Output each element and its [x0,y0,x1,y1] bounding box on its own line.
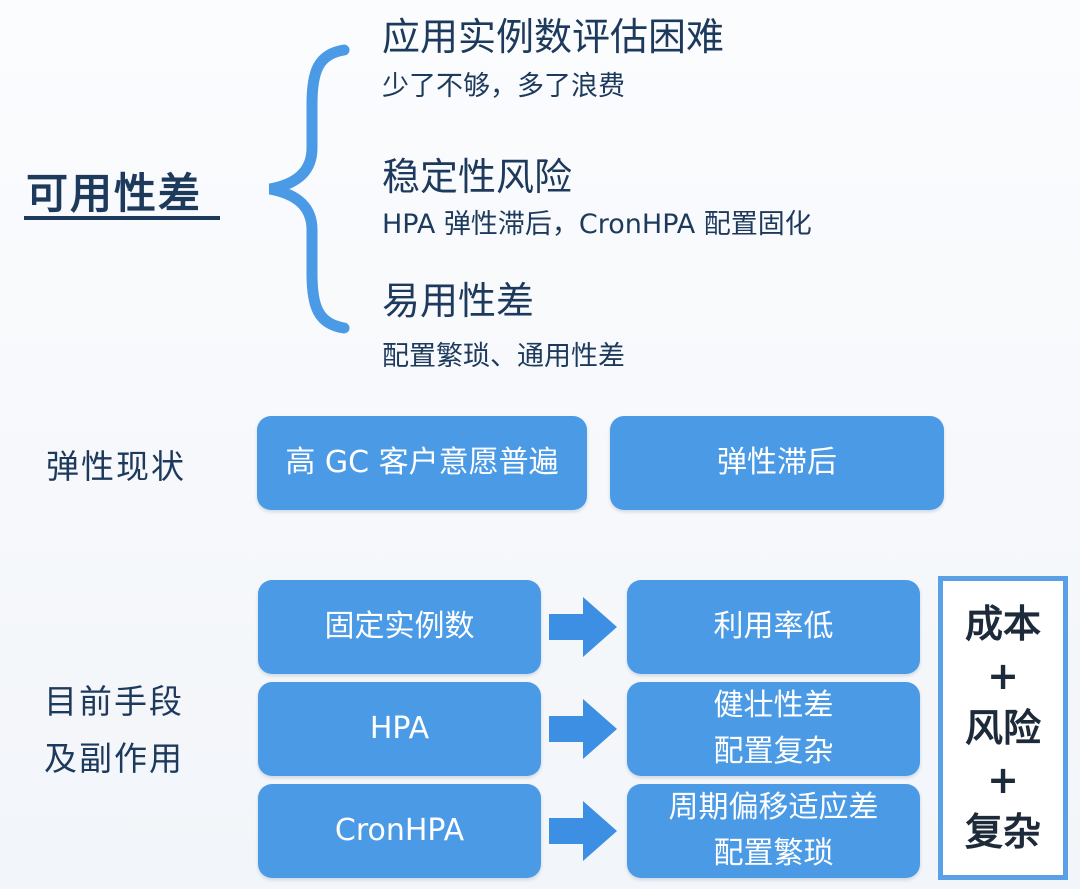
right-arrow-icon [549,801,617,861]
method-box-fixed-instances: 固定实例数 [258,580,541,674]
status-box-elastic-lag: 弹性滞后 [610,416,944,510]
availability-label-underline [24,216,220,220]
issue-desc: 少了不够，多了浪费 [382,71,625,102]
effect-box-low-utilization: 利用率低 [627,580,920,674]
issue-desc: 配置繁琐、通用性差 [382,341,625,372]
summary-cost: 成本 [964,602,1041,646]
effect-box-hpa: 健壮性差 配置复杂 [627,682,920,776]
method-box-text: CronHPA [334,813,465,848]
summary-plus: + [987,758,1019,802]
summary-plus: + [987,654,1019,698]
status-box-high-gc: 高 GC 客户意愿普遍 [257,416,587,510]
method-box-cronhpa: CronHPA [258,784,541,878]
status-box-text: 高 GC 客户意愿普遍 [285,445,559,480]
effect-box-text: 利用率低 [713,609,834,644]
current-methods-label-line2: 及副作用 [44,739,184,778]
current-methods-label-line1: 目前手段 [44,682,184,721]
issue-title: 稳定性风险 [382,155,573,199]
effect-box-text-line2: 配置复杂 [713,734,834,769]
issue-desc: HPA 弹性滞后，CronHPA 配置固化 [382,209,812,240]
issue-title: 易用性差 [382,279,535,323]
left-curly-brace-icon [268,44,350,334]
summary-risk: 风险 [964,706,1041,750]
effect-box-cronhpa: 周期偏移适应差 配置繁琐 [627,784,920,878]
summary-box: 成本 + 风险 + 复杂 [938,576,1068,880]
effect-box-text-line1: 健壮性差 [713,688,834,723]
method-box-hpa: HPA [258,682,541,776]
effect-box-text-line2: 配置繁琐 [713,836,834,871]
summary-complexity: 复杂 [964,810,1041,854]
effect-box-text-line1: 周期偏移适应差 [668,790,879,825]
method-box-text: HPA [369,711,430,746]
elasticity-status-label: 弹性现状 [46,447,186,486]
availability-label: 可用性差 [26,169,203,218]
method-box-text: 固定实例数 [324,609,475,644]
status-box-text: 弹性滞后 [717,445,837,480]
right-arrow-icon [549,699,617,759]
issue-title: 应用实例数评估困难 [382,15,725,59]
right-arrow-icon [549,597,617,657]
